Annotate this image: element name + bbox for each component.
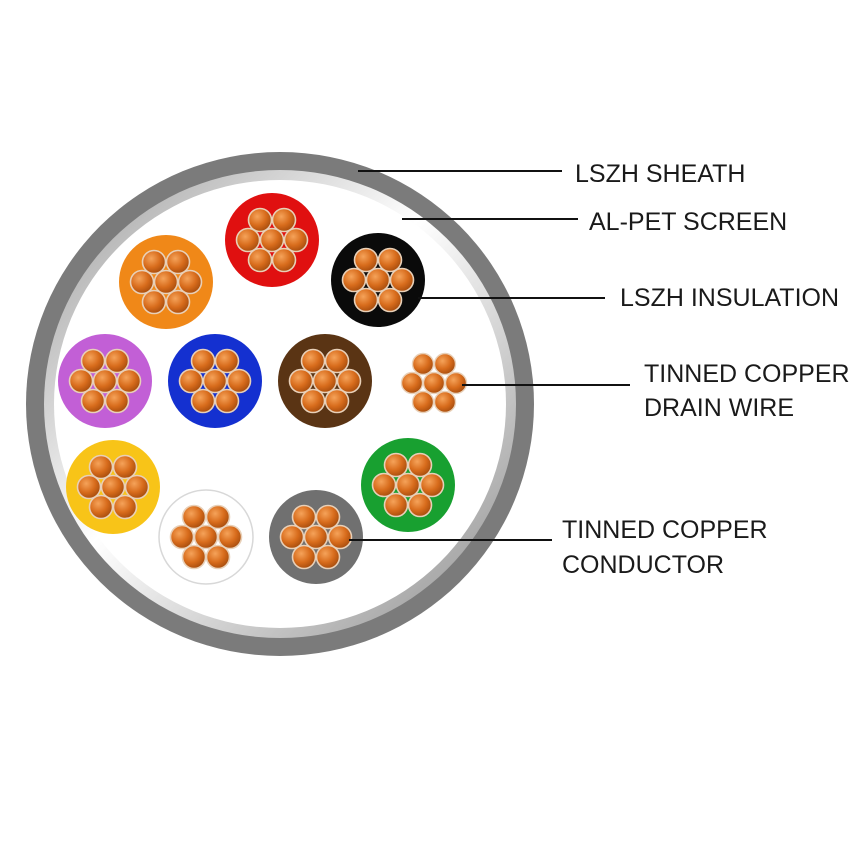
label-lszh-sheath: LSZH SHEATH	[575, 160, 745, 188]
core-grey-strand	[315, 544, 341, 570]
label-drain-wire-line2: DRAIN WIRE	[644, 394, 794, 422]
core-grey-strand	[327, 524, 353, 550]
label-conductor-line2: CONDUCTOR	[562, 551, 724, 579]
leader-lines	[349, 170, 630, 541]
core-yellow-strand	[76, 474, 102, 500]
drain-wire-strand	[411, 352, 435, 376]
core-green-strand	[383, 452, 409, 478]
core-orange-strand	[153, 269, 179, 295]
label-al-pet-screen: AL-PET SCREEN	[589, 208, 787, 236]
label-conductor-line1: TINNED COPPER	[562, 516, 768, 544]
core-black-strand	[353, 247, 379, 273]
core-white-strand	[169, 524, 195, 550]
core-orange-strand	[165, 289, 191, 315]
core-red-strand	[271, 207, 297, 233]
insulated-cores	[58, 193, 455, 585]
core-blue-strand	[214, 388, 240, 414]
core-violet-strand	[68, 368, 94, 394]
core-red-strand	[259, 227, 285, 253]
core-yellow-strand	[100, 474, 126, 500]
core-blue-strand	[190, 348, 216, 374]
drain-wire-strand	[444, 371, 468, 395]
core-red-strand	[283, 227, 309, 253]
core-grey-strand	[303, 524, 329, 550]
core-violet-strand	[80, 348, 106, 374]
core-yellow-strand	[112, 454, 138, 480]
core-blue-strand	[190, 388, 216, 414]
core-orange-strand	[129, 269, 155, 295]
core-blue-strand	[202, 368, 228, 394]
core-yellow-strand	[112, 494, 138, 520]
core-orange-strand	[141, 289, 167, 315]
core-blue	[168, 334, 262, 428]
core-black	[331, 233, 425, 327]
tinned-copper-drain-wire	[400, 352, 468, 414]
core-white-strand	[193, 524, 219, 550]
core-white-strand	[181, 504, 207, 530]
core-violet-strand	[80, 388, 106, 414]
core-black-strand	[389, 267, 415, 293]
core-green-strand	[407, 452, 433, 478]
core-red-strand	[235, 227, 261, 253]
core-violet-strand	[104, 348, 130, 374]
drain-wire-strand	[433, 352, 457, 376]
core-white-strand	[181, 544, 207, 570]
core-green-strand	[395, 472, 421, 498]
core-grey-strand	[291, 544, 317, 570]
core-green	[361, 438, 455, 532]
core-grey-strand	[291, 504, 317, 530]
core-brown-strand	[300, 388, 326, 414]
core-violet	[58, 334, 152, 428]
core-black-strand	[377, 247, 403, 273]
core-violet-strand	[116, 368, 142, 394]
core-brown-strand	[300, 348, 326, 374]
core-orange-strand	[165, 249, 191, 275]
core-grey-strand	[315, 504, 341, 530]
core-yellow-strand	[124, 474, 150, 500]
core-brown-strand	[312, 368, 338, 394]
label-lszh-insulation: LSZH INSULATION	[620, 284, 839, 312]
core-white-strand	[217, 524, 243, 550]
core-orange-strand	[141, 249, 167, 275]
core-yellow	[66, 440, 160, 534]
core-red-strand	[247, 207, 273, 233]
core-grey-strand	[279, 524, 305, 550]
core-brown-strand	[288, 368, 314, 394]
core-grey	[269, 490, 363, 584]
core-brown	[278, 334, 372, 428]
core-green-strand	[407, 492, 433, 518]
core-orange-strand	[177, 269, 203, 295]
drain-wire-strand	[433, 390, 457, 414]
drain-wire-strand	[400, 371, 424, 395]
label-drain-wire-line1: TINNED COPPER	[644, 360, 850, 388]
core-white	[158, 489, 254, 585]
core-yellow-strand	[88, 494, 114, 520]
core-green-strand	[383, 492, 409, 518]
core-blue-strand	[226, 368, 252, 394]
core-blue-strand	[214, 348, 240, 374]
core-red-strand	[271, 247, 297, 273]
core-black-strand	[353, 287, 379, 313]
core-white-strand	[205, 504, 231, 530]
drain-wire-strand	[422, 371, 446, 395]
core-orange	[119, 235, 213, 329]
core-yellow-strand	[88, 454, 114, 480]
core-violet-strand	[104, 388, 130, 414]
core-violet-strand	[92, 368, 118, 394]
drain-wire-strand	[411, 390, 435, 414]
core-blue-strand	[178, 368, 204, 394]
core-black-strand	[377, 287, 403, 313]
core-brown-strand	[324, 388, 350, 414]
core-green-strand	[419, 472, 445, 498]
core-black-strand	[365, 267, 391, 293]
core-red	[225, 193, 319, 287]
core-red-strand	[247, 247, 273, 273]
core-green-strand	[371, 472, 397, 498]
core-black-strand	[341, 267, 367, 293]
core-brown-strand	[336, 368, 362, 394]
core-white-strand	[205, 544, 231, 570]
core-brown-strand	[324, 348, 350, 374]
